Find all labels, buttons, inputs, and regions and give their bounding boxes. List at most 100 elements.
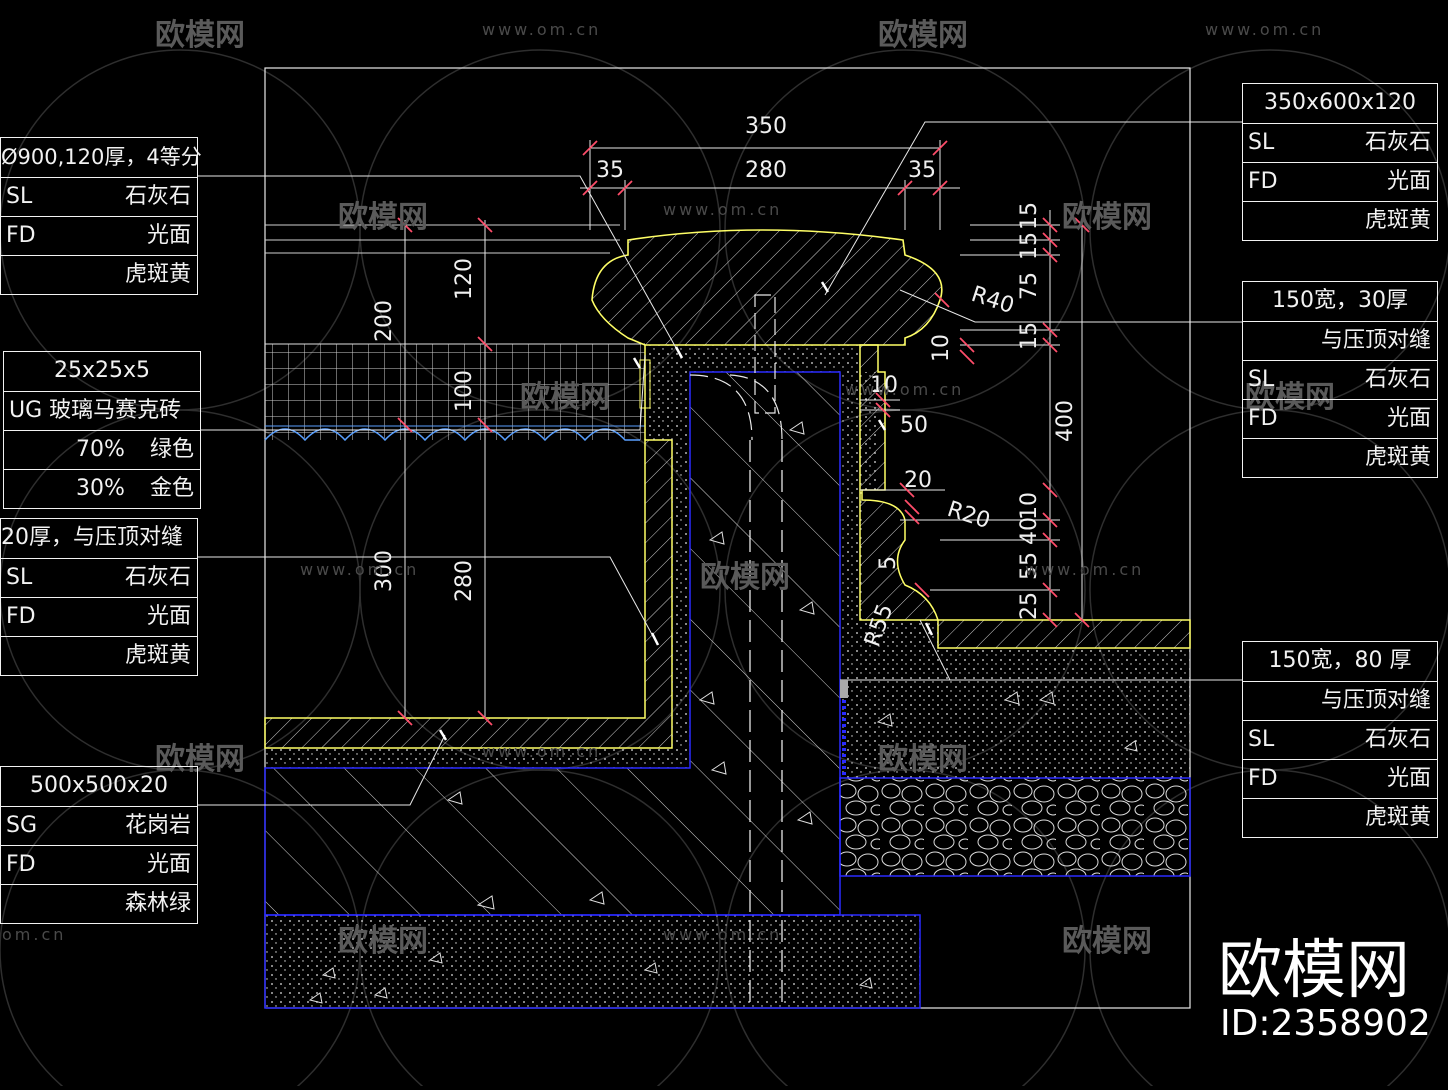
tag-code: FD [6,223,36,248]
tag-value: 30% [76,476,125,501]
dim-15-c: 15 [1017,322,1042,350]
dim-400: 400 [1053,400,1078,442]
dim-350: 350 [745,114,787,139]
tag-title: 350x600x120 [1263,90,1416,115]
watermark-url: www.om.cn [663,925,783,944]
tag-code: SL [6,184,33,209]
tag-title: 150宽，80 厚 [1268,648,1412,673]
coping-stone [591,229,943,346]
tag-value: 光面 [146,223,191,248]
watermark-logo: 欧模网 [338,924,428,959]
dim-280-vertical: 280 [452,560,477,602]
watermark-logo: 欧模网 [155,742,245,777]
tag-value: 金色 [149,476,194,501]
dim-40: 40 [1017,517,1042,545]
tag-value: 70% [76,437,125,462]
ground-gravel-layer [840,680,1190,778]
dim-200: 200 [372,300,397,342]
tag-code: SL [1248,130,1275,155]
tag-value: 虎斑黄 [1364,805,1431,830]
dim-35-right: 35 [908,158,936,183]
watermark-url: www.om.cn [845,380,965,399]
watermark-logo: 欧模网 [1062,200,1152,235]
mosaic-tile-band [265,344,645,440]
tag-value: 光面 [1386,406,1431,431]
tag-band-30: 150宽，30厚 与压顶对缝 SL 石灰石 FD 光面 虎斑黄 [1242,281,1438,478]
tag-value: 与压顶对缝 [1320,328,1431,353]
dim-25: 25 [1017,592,1042,620]
watermark-logo: 欧模网 [878,742,968,777]
tag-title: 20厚，与压顶对缝 [1,525,183,550]
dim-15-b: 15 [1017,232,1042,260]
watermark-url-short: om.cn [2,925,67,944]
dim-75: 75 [1017,272,1042,300]
dim-15-a: 15 [1017,202,1042,230]
leader-lines [198,121,1242,806]
foundation-base [264,914,921,1009]
watermark-logo: 欧模网 [1062,924,1152,959]
dim-100: 100 [452,370,477,412]
paving-slab [937,619,1191,649]
tag-code: SL [6,565,33,590]
dim-5: 5 [876,556,901,570]
tag-value: 森林绿 [124,891,191,916]
tag-code: FD [1248,766,1278,791]
tag-code: SG [6,813,38,838]
tag-code: FD [1248,406,1278,431]
dim-300: 300 [372,550,397,592]
watermark-logo: 欧模网 [1245,380,1335,415]
radius-r40: R40 [968,282,1017,319]
dim-55: 55 [1017,552,1042,580]
watermark-url: www.om.cn [300,560,420,579]
tag-value: 虎斑黄 [1364,445,1431,470]
tag-title: 25x25x5 [53,358,151,383]
watermark-logo: 欧模网 [338,200,428,235]
watermark-url: www.om.cn [1025,560,1145,579]
band-moulding [859,344,940,621]
tag-code: SL [1248,367,1275,392]
tag-code: FD [1248,169,1278,194]
radius-r20: R20 [944,497,993,534]
tag-code: SL [1248,727,1275,752]
watermark-url: www.om.cn [1205,20,1325,39]
watermark-logo: 欧模网 [700,560,790,595]
tag-title: 150宽，30厚 [1272,288,1408,313]
tag-value: 石灰石 [1364,130,1431,155]
watermark-logo: 欧模网 [155,18,245,53]
tag-value: 虎斑黄 [124,643,191,668]
watermark-url: www.om.cn [482,742,602,761]
ground-pebble-layer [839,777,1191,877]
tag-value: 虎斑黄 [1364,208,1431,233]
dimension-ticks [397,140,1090,726]
tag-value: 与压顶对缝 [1320,688,1431,713]
dim-35-left: 35 [596,158,624,183]
tag-value: 石灰石 [1364,367,1431,392]
dim-10-a: 10 [929,334,954,362]
tag-value: 石灰石 [124,565,191,590]
dim-20: 20 [904,468,932,493]
tag-value: 石灰石 [124,184,191,209]
watermark-logo: 欧模网 [520,380,610,415]
dim-50: 50 [900,413,928,438]
tag-code: FD [6,604,36,629]
tag-title: 500x500x20 [29,773,168,798]
tag-code: FD [6,852,36,877]
dimension-lines [404,140,1083,718]
watermark-url: www.om.cn [482,20,602,39]
dim-120: 120 [452,258,477,300]
center-line [749,440,783,1008]
tag-title: Ø900,120厚，4等分 [1,145,202,169]
dim-10: 10 [1017,492,1042,520]
tag-value: 花岗岩 [124,813,191,838]
dim-10-b: 10 [870,373,898,398]
tag-mosaic: 25x25x5 UG 玻璃马赛克砖 70%绿色 30%金色 [3,351,201,509]
dim-280: 280 [745,158,787,183]
brand-logo-text: 欧模网 [1218,934,1410,1008]
watermark-logo: 欧模网 [878,18,968,53]
tag-value: UG 玻璃马赛克砖 [9,398,182,423]
